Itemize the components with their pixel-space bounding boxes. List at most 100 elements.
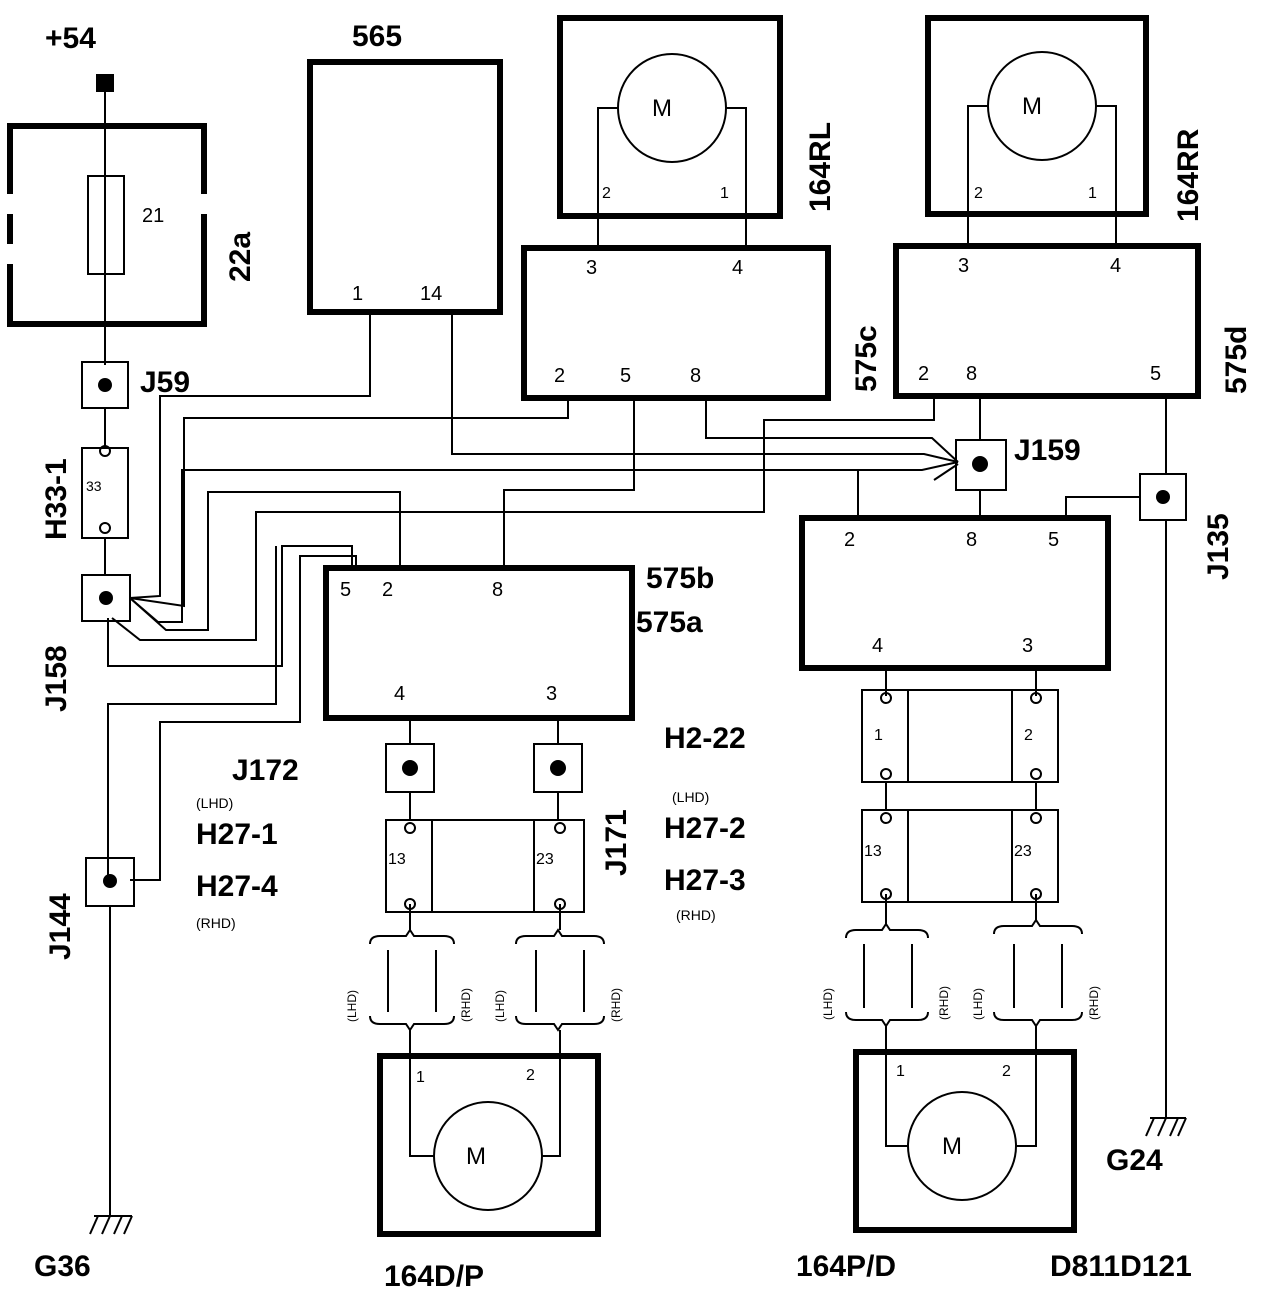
ecu-575c bbox=[521, 245, 831, 401]
svg-text:2: 2 bbox=[1002, 1063, 1011, 1080]
svg-text:1: 1 bbox=[896, 1063, 905, 1080]
svg-text:2: 2 bbox=[918, 363, 929, 385]
svg-text:1: 1 bbox=[352, 283, 363, 305]
ecu-575b-label: 575b bbox=[646, 562, 714, 595]
ecu-575d bbox=[893, 243, 1201, 399]
ground-g36-icon bbox=[89, 1215, 133, 1235]
svg-text:8: 8 bbox=[492, 579, 503, 601]
svg-text:3: 3 bbox=[1022, 635, 1033, 657]
j159-label: J159 bbox=[1014, 434, 1081, 467]
svg-text:M: M bbox=[942, 1133, 962, 1160]
variant-left: (LHD) (RHD) (LHD) (RHD) bbox=[345, 928, 623, 1032]
svg-text:14: 14 bbox=[420, 283, 442, 305]
motor-rl-symbol bbox=[617, 53, 727, 163]
svg-text:M: M bbox=[1022, 93, 1042, 120]
svg-text:(LHD): (LHD) bbox=[345, 990, 359, 1022]
svg-text:M: M bbox=[466, 1143, 486, 1170]
svg-text:1: 1 bbox=[874, 727, 883, 744]
motor-dp-symbol bbox=[433, 1101, 543, 1211]
connector-h2-22: 1 2 bbox=[861, 689, 1059, 783]
diagram-id: D811D121 bbox=[1050, 1250, 1192, 1283]
supply-label: +54 bbox=[45, 22, 96, 55]
svg-text:(RHD): (RHD) bbox=[1087, 986, 1101, 1020]
motor-rr-symbol bbox=[987, 51, 1097, 161]
harness-wires bbox=[107, 312, 959, 881]
h2-22-label: H2-22 bbox=[664, 722, 746, 755]
h27-2-label: H27-2 bbox=[664, 812, 746, 845]
connector-h27-left: 13 23 bbox=[385, 819, 585, 913]
j171-label: J171 bbox=[600, 809, 633, 876]
motor-164pd bbox=[853, 1049, 1077, 1233]
j172-label: J172 bbox=[232, 754, 299, 787]
motor-dp-label: 164D/P bbox=[384, 1260, 484, 1293]
svg-text:2: 2 bbox=[526, 1067, 535, 1084]
fuse-box-22a bbox=[7, 123, 207, 327]
svg-text:(RHD): (RHD) bbox=[609, 988, 623, 1022]
h27-3-label: H27-3 bbox=[664, 864, 746, 897]
svg-text:5: 5 bbox=[1150, 363, 1161, 385]
motor-164rr bbox=[925, 15, 1149, 217]
ecu-575c-label: 575c bbox=[850, 325, 883, 392]
h27-1-label: H27-1 bbox=[196, 818, 278, 851]
svg-text:2: 2 bbox=[844, 529, 855, 551]
svg-text:4: 4 bbox=[872, 635, 883, 657]
svg-text:(RHD): (RHD) bbox=[196, 915, 236, 931]
svg-text:3: 3 bbox=[958, 255, 969, 277]
svg-text:(LHD): (LHD) bbox=[196, 795, 233, 811]
svg-text:(LHD): (LHD) bbox=[493, 990, 507, 1022]
svg-text:3: 3 bbox=[586, 257, 597, 279]
ground-g24-icon bbox=[1145, 1117, 1187, 1137]
svg-text:13: 13 bbox=[388, 851, 406, 868]
svg-text:2: 2 bbox=[1024, 727, 1033, 744]
svg-text:(RHD): (RHD) bbox=[676, 907, 716, 923]
svg-text:1: 1 bbox=[416, 1069, 425, 1086]
svg-text:(LHD): (LHD) bbox=[971, 988, 985, 1020]
svg-text:4: 4 bbox=[732, 257, 743, 279]
ecu-575a-b bbox=[323, 565, 635, 721]
svg-text:4: 4 bbox=[1110, 255, 1121, 277]
svg-text:8: 8 bbox=[966, 363, 977, 385]
motor-164rl bbox=[557, 15, 783, 219]
svg-text:2: 2 bbox=[382, 579, 393, 601]
g36-label: G36 bbox=[34, 1250, 91, 1283]
svg-text:23: 23 bbox=[1014, 843, 1032, 860]
svg-text:(LHD): (LHD) bbox=[821, 988, 835, 1020]
svg-text:(RHD): (RHD) bbox=[459, 988, 473, 1022]
svg-text:13: 13 bbox=[864, 843, 882, 860]
ecu-lower-right bbox=[799, 515, 1111, 671]
fuse-number: 21 bbox=[142, 205, 164, 227]
motor-164dp bbox=[377, 1053, 601, 1237]
svg-text:1: 1 bbox=[720, 185, 729, 202]
motor-rr-label: 164RR bbox=[1172, 128, 1205, 222]
h27-4-label: H27-4 bbox=[196, 870, 278, 903]
j135-label: J135 bbox=[1202, 513, 1235, 580]
ctrl-565-label: 565 bbox=[352, 20, 402, 53]
svg-text:3: 3 bbox=[546, 683, 557, 705]
connector-h27-right: 13 23 bbox=[861, 809, 1059, 903]
svg-text:8: 8 bbox=[966, 529, 977, 551]
variant-right: (LHD) (RHD) (LHD) (RHD) bbox=[821, 918, 1101, 1028]
controller-565 bbox=[307, 59, 503, 315]
svg-text:23: 23 bbox=[536, 851, 554, 868]
ecu-575d-label: 575d bbox=[1220, 326, 1253, 394]
motor-pd-label: 164P/D bbox=[796, 1250, 896, 1283]
motor-rl-label: 164RL bbox=[804, 122, 837, 212]
svg-text:(RHD): (RHD) bbox=[937, 986, 951, 1020]
svg-text:8: 8 bbox=[690, 365, 701, 387]
h33-pin: 33 bbox=[86, 478, 102, 494]
j158-label: J158 bbox=[40, 645, 73, 712]
svg-text:2: 2 bbox=[974, 185, 983, 202]
fuse-box-label: 22a bbox=[224, 232, 257, 282]
h33-label: H33-1 bbox=[40, 458, 73, 540]
svg-text:5: 5 bbox=[620, 365, 631, 387]
g24-label: G24 bbox=[1106, 1144, 1163, 1177]
svg-text:4: 4 bbox=[394, 683, 405, 705]
j144-label: J144 bbox=[44, 893, 77, 960]
svg-text:2: 2 bbox=[554, 365, 565, 387]
j59-label: J59 bbox=[140, 366, 190, 399]
svg-text:5: 5 bbox=[1048, 529, 1059, 551]
svg-text:5: 5 bbox=[340, 579, 351, 601]
svg-text:2: 2 bbox=[602, 185, 611, 202]
motor-pd-symbol bbox=[907, 1091, 1017, 1201]
